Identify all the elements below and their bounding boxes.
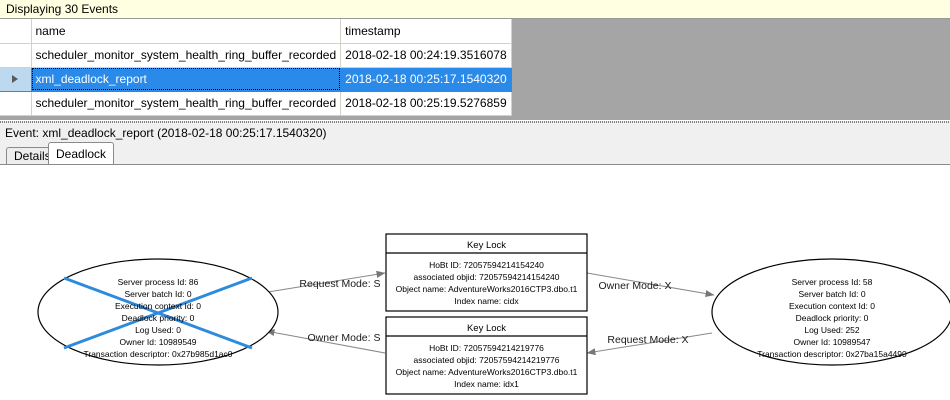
process-right-line-4: Log Used: 252 [804, 325, 860, 335]
process-left-line-2: Execution context Id: 0 [115, 301, 201, 311]
edge-label-owner-mode-s: Owner Mode: S [308, 332, 381, 344]
cell-timestamp[interactable]: 2018-02-18 00:25:17.1540320 [340, 67, 512, 92]
edge-request-mode-s [267, 270, 386, 293]
edge-label-request-mode-s: Request Mode: S [299, 278, 380, 290]
edge-label-request-mode-s-text: Request Mode: S [299, 278, 380, 290]
events-table: name timestamp scheduler_monitor_system_… [0, 19, 512, 116]
cell-timestamp[interactable]: 2018-02-18 00:25:19.5276859 [340, 91, 512, 116]
column-header-timestamp[interactable]: timestamp [340, 19, 512, 44]
row-selector-cell[interactable] [0, 43, 32, 68]
process-left-line-0: Server process Id: 86 [118, 277, 199, 287]
tabstrip: Details Deadlock [0, 142, 950, 164]
resource-bottom-line-0: HoBt ID: 72057594214219776 [429, 343, 544, 353]
event-header-text: Event: xml_deadlock_report (2018-02-18 0… [5, 126, 327, 140]
process-left-line-5: Owner Id: 10989549 [119, 337, 196, 347]
status-bar: Displaying 30 Events [0, 0, 950, 19]
edge-label-owner-mode-s-text: Owner Mode: S [308, 332, 381, 344]
cell-name[interactable]: scheduler_monitor_system_health_ring_buf… [31, 43, 342, 68]
cell-name[interactable]: xml_deadlock_report [31, 67, 342, 92]
process-left-line-6: Transaction descriptor: 0x27b985d1ac0 [84, 349, 233, 359]
process-node-right-shape[interactable] [711, 258, 950, 366]
column-header-name[interactable]: name [31, 19, 342, 44]
edge-owner-mode-x [586, 272, 715, 297]
resource-top-line-3: Index name: cidx [454, 296, 519, 306]
process-right-line-2: Execution context Id: 0 [789, 301, 875, 311]
table-row[interactable]: scheduler_monitor_system_health_ring_buf… [0, 43, 512, 68]
edge-label-owner-mode-x-text: Owner Mode: X [599, 280, 672, 292]
edge-label-request-mode-x: Request Mode: X [607, 334, 688, 346]
row-selector-cell[interactable] [0, 67, 32, 92]
resource-node-bottom-shape[interactable] [385, 316, 588, 395]
edge-label-owner-mode-x: Owner Mode: X [599, 280, 672, 292]
table-row[interactable]: scheduler_monitor_system_health_ring_buf… [0, 91, 512, 116]
tab-details-label: Details [14, 149, 51, 163]
process-right-line-1: Server batch Id: 0 [798, 289, 865, 299]
process-left-line-3: Deadlock priority: 0 [122, 313, 195, 323]
row-selector-cell[interactable] [0, 91, 32, 116]
resource-top-title: Key Lock [467, 240, 506, 251]
table-row-selected[interactable]: xml_deadlock_report 2018-02-18 00:25:17.… [0, 67, 512, 92]
process-right-line-3: Deadlock priority: 0 [796, 313, 869, 323]
resource-top-line-2: Object name: AdventureWorks2016CTP3.dbo.… [396, 284, 578, 294]
edge-request-mode-x [586, 332, 713, 356]
table-header-row: name timestamp [0, 19, 512, 44]
resource-node-bottom[interactable]: Key Lock HoBt ID: 72057594214219776 asso… [385, 316, 588, 395]
column-header-selector[interactable] [0, 19, 32, 44]
resource-top-line-0: HoBt ID: 72057594214154240 [429, 260, 544, 270]
process-right-line-6: Transaction descriptor: 0x27ba15a4490 [757, 349, 907, 359]
deadlock-graph-canvas[interactable]: Server process Id: 86 Server batch Id: 0… [0, 164, 950, 400]
edge-owner-mode-s [265, 329, 386, 354]
tab-deadlock-label: Deadlock [56, 146, 107, 161]
resource-node-top-shape[interactable] [385, 233, 588, 312]
resource-node-top[interactable]: Key Lock HoBt ID: 72057594214154240 asso… [385, 233, 588, 312]
cell-name[interactable]: scheduler_monitor_system_health_ring_buf… [31, 91, 342, 116]
process-node-right[interactable]: Server process Id: 58 Server batch Id: 0… [711, 258, 950, 366]
process-node-left[interactable]: Server process Id: 86 Server batch Id: 0… [37, 258, 279, 366]
resource-top-line-1: associated objid: 72057594214154240 [413, 272, 559, 282]
grid-splitter[interactable] [0, 120, 950, 125]
resource-bottom-line-3: Index name: idx1 [454, 379, 519, 389]
row-selector-arrow-icon [12, 75, 19, 83]
resource-bottom-title: Key Lock [467, 323, 506, 334]
process-right-line-5: Owner Id: 10989547 [793, 337, 870, 347]
edge-label-request-mode-x-text: Request Mode: X [607, 334, 688, 346]
tab-details[interactable]: Details [6, 147, 59, 164]
resource-bottom-line-1: associated objid: 72057594214219776 [413, 355, 559, 365]
events-grid[interactable]: name timestamp scheduler_monitor_system_… [0, 19, 950, 120]
resource-bottom-line-2: Object name: AdventureWorks2016CTP3.dbo.… [396, 367, 578, 377]
status-bar-text: Displaying 30 Events [6, 2, 119, 16]
process-left-line-4: Log Used: 0 [135, 325, 181, 335]
tab-deadlock[interactable]: Deadlock [48, 142, 115, 164]
cell-timestamp[interactable]: 2018-02-18 00:24:19.3516078 [340, 43, 512, 68]
process-left-line-1: Server batch Id: 0 [124, 289, 191, 299]
deadlock-victim-x-icon [63, 276, 253, 350]
event-header: Event: xml_deadlock_report (2018-02-18 0… [0, 124, 950, 142]
process-right-line-0: Server process Id: 58 [792, 277, 873, 287]
